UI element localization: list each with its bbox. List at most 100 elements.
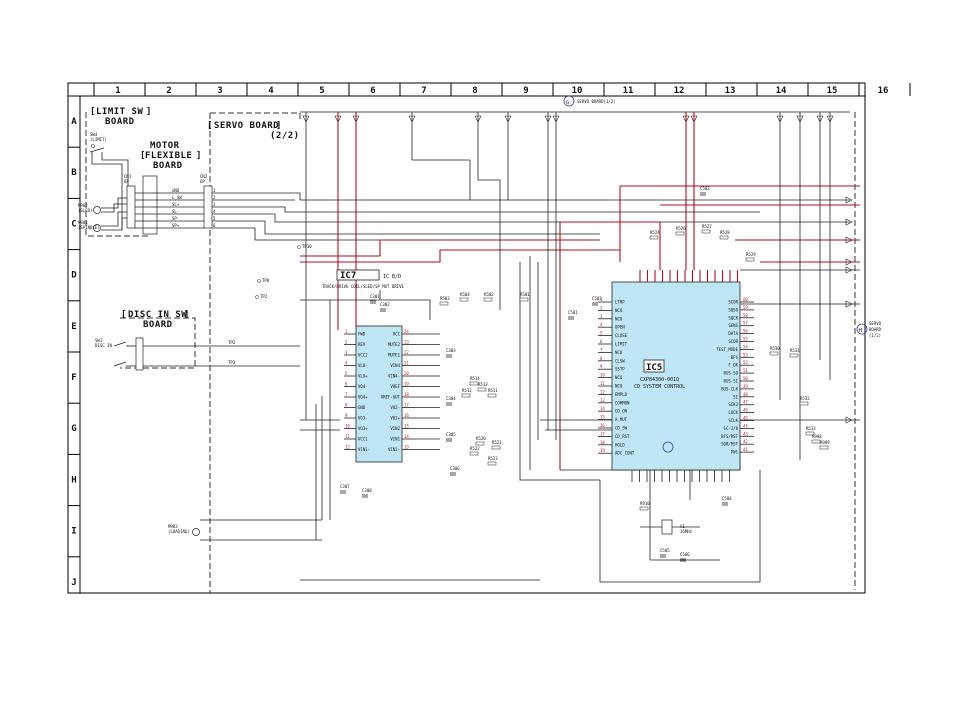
ic7-right-pin-num: 23 bbox=[404, 340, 409, 345]
ic7-body bbox=[355, 325, 403, 463]
ic7-right-pin: VO2+ bbox=[390, 416, 400, 421]
connector-g-circle bbox=[563, 95, 575, 107]
resistor-label: R501 bbox=[520, 292, 530, 297]
ic7-left-pin: VCC1 bbox=[358, 437, 368, 442]
ic5-right-pin: BFS bbox=[731, 355, 739, 360]
resistor-label: R526 bbox=[676, 226, 686, 231]
ic5-left-pin: NCO bbox=[615, 308, 623, 313]
ic7-left-pin: REV bbox=[358, 342, 366, 347]
ic5-body bbox=[611, 281, 741, 471]
ic5-left-pin: COMMON bbox=[615, 400, 630, 405]
capacitor-label: C306 bbox=[450, 466, 460, 471]
motor-pin-name: L_SW bbox=[172, 195, 182, 200]
ic5-left-pin-num: 4 bbox=[600, 322, 603, 327]
ic5-left-pin-num: 17 bbox=[600, 431, 605, 436]
ic7-left-pin: VLO- bbox=[358, 363, 368, 368]
ic7-left-pin-num: 12 bbox=[345, 445, 350, 450]
resistor-label: R530 bbox=[770, 346, 780, 351]
motor-pin-number: 1 bbox=[213, 188, 216, 193]
ic7-right-pin-num: 24 bbox=[404, 329, 409, 334]
svg-text:[: [ bbox=[90, 107, 96, 117]
ic7-right-pin: VIN1- bbox=[388, 447, 400, 452]
motor-pin-number: 2 bbox=[213, 195, 216, 200]
ic5-right-pin-num: 52 bbox=[743, 360, 748, 365]
capacitor-label: C503 bbox=[700, 186, 710, 191]
ic7-left-pin-num: 8 bbox=[345, 403, 348, 408]
ic5-right-pin-num: 50 bbox=[743, 376, 748, 381]
sled-motor-icon bbox=[93, 206, 101, 214]
ic7-left-pin-num: 4 bbox=[345, 361, 348, 366]
resistor-label: R531 bbox=[790, 348, 800, 353]
resistor-label: R520 bbox=[476, 436, 486, 441]
ic7-left-pin: VCC2 bbox=[358, 353, 368, 358]
motor-pin-number: 4 bbox=[213, 209, 216, 214]
limit-sw-subtitle: BOARD bbox=[105, 117, 135, 127]
ic7-right-pin: MUTE1 bbox=[388, 353, 401, 358]
ic5-left-pin: CLOSE bbox=[615, 333, 628, 338]
ic5-right-pin: SQCK bbox=[728, 315, 738, 320]
ic5-left-pin: SSTP bbox=[615, 367, 625, 372]
ic5-desc: CD SYSTEM CONTROL bbox=[634, 384, 685, 390]
ic5-right-pin: TEST_MODE bbox=[716, 347, 738, 352]
svg-text:]: ] bbox=[196, 151, 202, 161]
ic5-left-pin: EMPLD bbox=[615, 392, 628, 397]
ic7-desc: TRACK/DRIVE COIL/SLED/SP MOT DRIVE bbox=[322, 284, 404, 289]
resistor-label: R511 bbox=[488, 388, 498, 393]
ic5-left-pin: CLSW bbox=[615, 358, 625, 363]
row-label: F bbox=[71, 373, 76, 383]
row-label: I bbox=[71, 527, 76, 537]
ic7-right-pin: VIN1 bbox=[390, 437, 400, 442]
spindle-motor-icon bbox=[93, 224, 101, 232]
ic5-right-pin-num: 60 bbox=[743, 297, 748, 302]
ic7-left-pin-num: 5 bbox=[345, 371, 348, 376]
motor-pin-name: SP+ bbox=[172, 223, 180, 228]
ic5-right-pin: BFS/RST bbox=[721, 434, 738, 439]
row-label: H bbox=[71, 475, 76, 485]
ic5-part: CXP84300-001Q bbox=[640, 377, 679, 383]
ic7-left-pin: VIN1- bbox=[358, 447, 370, 452]
column-label: 8 bbox=[472, 86, 477, 96]
resistor-label: R521 bbox=[492, 440, 502, 445]
ic5-right-pin-num: 41 bbox=[743, 447, 748, 452]
resistor-label: R528 bbox=[720, 230, 730, 235]
resistor-label: R512 bbox=[462, 388, 472, 393]
ic7-right-pin: VIN4 bbox=[390, 363, 400, 368]
column-label: 9 bbox=[523, 86, 528, 96]
resistor-label: R909 bbox=[820, 440, 830, 445]
motor-pin-name: GND bbox=[172, 188, 180, 193]
ic5-right-pin-num: 47 bbox=[743, 400, 748, 405]
ic7-left-pin: GND bbox=[358, 405, 366, 410]
ic7-left-pin: VO4- bbox=[358, 384, 368, 389]
ic5-right-pin: LOCK bbox=[728, 410, 738, 415]
connector-h-letter: H bbox=[859, 328, 862, 334]
column-label: 12 bbox=[674, 86, 685, 96]
ic5-left-pin: CD_SW bbox=[615, 426, 628, 431]
motor-pin-name: SP- bbox=[172, 216, 179, 221]
ic7-left-pin: VO3+ bbox=[358, 426, 368, 431]
row-label: J bbox=[71, 578, 76, 588]
ic5-right-pin: BUS-SO bbox=[724, 371, 739, 376]
ic7-right-pin-num: 22 bbox=[404, 350, 409, 355]
ic5-right-pin-num: 58 bbox=[743, 313, 748, 318]
ic5-right-pin: SCK2 bbox=[728, 402, 738, 407]
column-label: 2 bbox=[166, 86, 171, 96]
column-label: 16 bbox=[878, 86, 889, 96]
ic5-right-pin: F_OK bbox=[728, 363, 738, 368]
ic7-right-pin-num: 15 bbox=[404, 424, 409, 429]
ic5-right-pin: BUS-SI bbox=[724, 379, 739, 384]
loading-motor-icon bbox=[192, 528, 200, 536]
ic5-badge: IC5 bbox=[646, 363, 662, 373]
ic5-left-pin: CD_RST bbox=[615, 434, 630, 439]
column-label: 6 bbox=[370, 86, 375, 96]
ic5-right-pin: BUS-CLK bbox=[721, 386, 738, 391]
svg-text:[: [ bbox=[207, 121, 213, 131]
servo-title: SERVO BOARD bbox=[214, 121, 279, 131]
ic5-right-pin-num: 49 bbox=[743, 384, 748, 389]
ic7-right-pin-num: 16 bbox=[404, 413, 409, 418]
resistor-label: R503 bbox=[440, 296, 450, 301]
ic5-left-pin-num: 8 bbox=[600, 356, 603, 361]
capacitor-label: C501 bbox=[568, 310, 578, 315]
